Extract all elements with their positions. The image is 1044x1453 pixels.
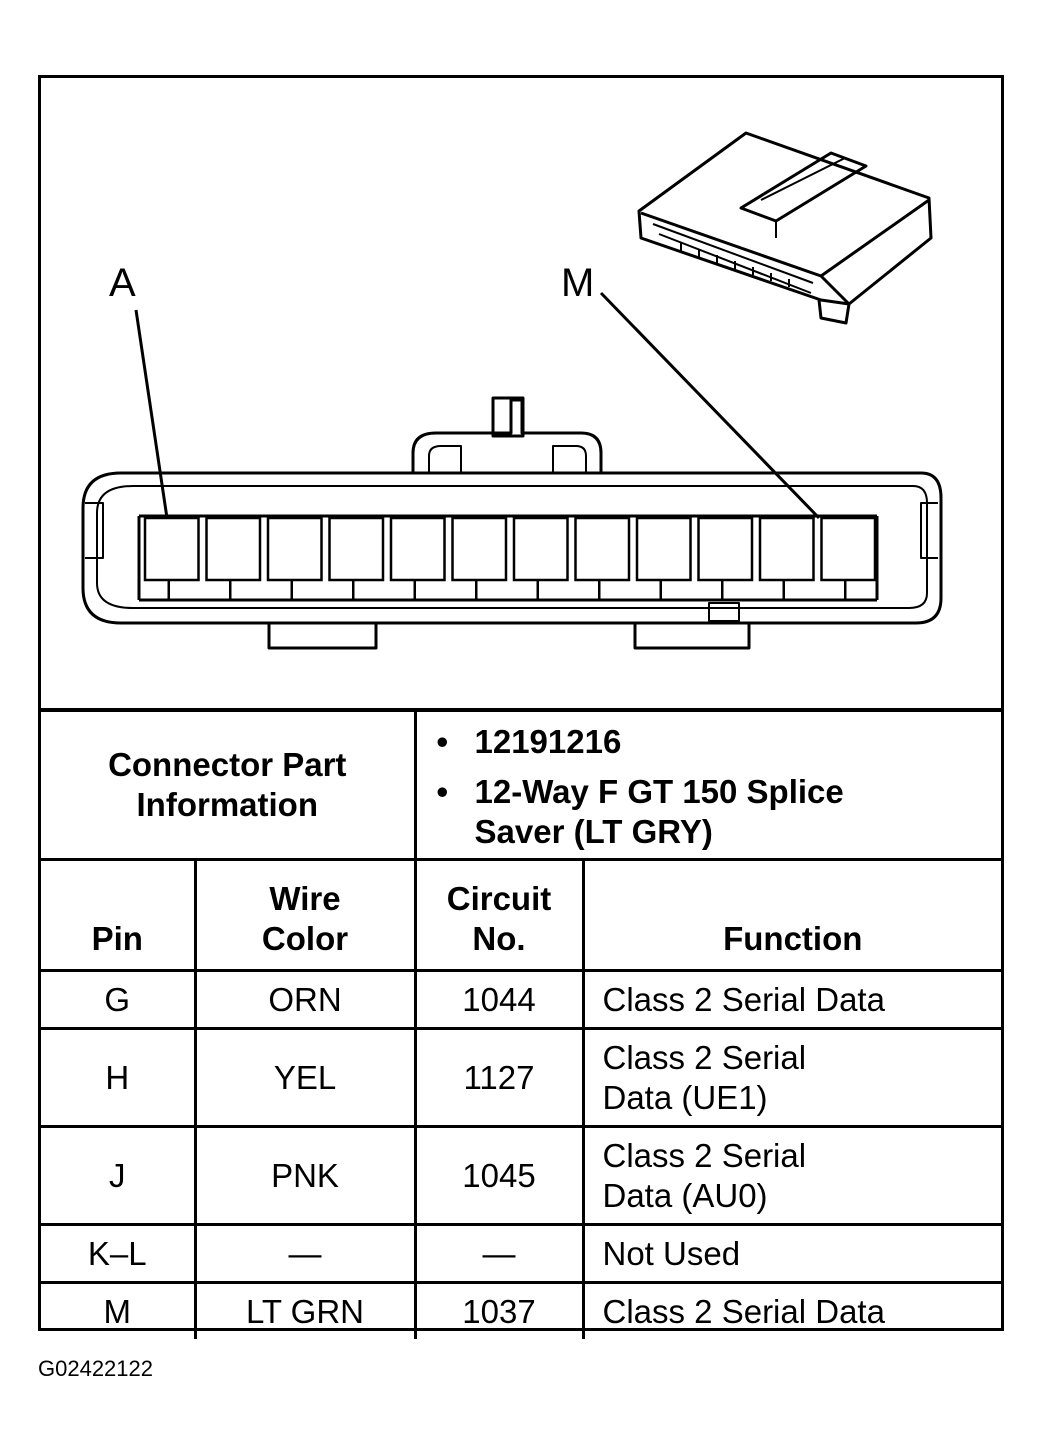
wire-color-cell: YEL (193, 1027, 417, 1128)
function-line1: Class 2 Serial (602, 1136, 807, 1174)
pin-cavity (389, 516, 446, 582)
pin-cell: H (41, 1027, 197, 1128)
connector-info-label-line2: Information (136, 786, 318, 823)
pin-cell: G (41, 969, 197, 1030)
circuit-cell: 1127 (413, 1027, 585, 1128)
pin-cavities (143, 516, 877, 600)
leader-line-m (599, 291, 821, 520)
header-circuit: Circuit No. (413, 858, 585, 972)
pin-cavity (328, 516, 385, 582)
connector-info-item: • 12-Way F GT 150 Splice Saver (LT GRY) (437, 772, 1002, 852)
pin-cavity (574, 516, 631, 582)
connector-description-line2: Saver (LT GRY) (474, 813, 713, 850)
bullet-icon: • (436, 773, 449, 810)
function-line1: Class 2 Serial (602, 1038, 807, 1076)
table-row: M LT GRN 1037 Class 2 Serial Data (41, 1281, 1002, 1339)
pin-cavity (205, 516, 262, 582)
pin-cavity (451, 516, 508, 582)
connector-isometric-sketch (637, 131, 933, 325)
bullet-icon: • (436, 723, 449, 760)
header-wire-color: Wire Color (193, 858, 417, 972)
header-wire-color-line2: Color (261, 920, 349, 957)
pin-cell: J (41, 1125, 197, 1226)
pin-cell: K–L (41, 1223, 197, 1284)
pin-a-label: A (109, 261, 136, 305)
circuit-cell: 1045 (413, 1125, 585, 1226)
function-cell: Class 2 Serial Data (AU0) (581, 1125, 1002, 1226)
header-circuit-line1: Circuit (446, 880, 552, 917)
connector-table: Connector Part Information • 12191216 • … (41, 708, 1002, 1339)
function-cell: Class 2 Serial Data (UE1) (581, 1027, 1002, 1128)
table-header-row: Pin Wire Color Circuit No. Function (41, 858, 1002, 972)
connector-info-item: • 12191216 (437, 722, 1002, 762)
connector-figure-frame: A M Connector Part Information • 1219121… (38, 75, 1004, 1339)
table-row: H YEL 1127 Class 2 Serial Data (UE1) (41, 1027, 1002, 1128)
connector-info-values: • 12191216 • 12-Way F GT 150 Splice Save… (413, 708, 1002, 861)
leader-line-a (134, 309, 169, 519)
connector-face-illustration (81, 131, 943, 650)
connector-drawing: A M (41, 78, 1001, 708)
pin-cell: M (41, 1281, 197, 1339)
function-line1: Not Used (602, 1234, 741, 1272)
wire-color-cell: PNK (193, 1125, 417, 1226)
function-cell: Class 2 Serial Data (581, 1281, 1002, 1339)
pin-cavity (820, 516, 877, 582)
function-line2: Data (AU0) (602, 1176, 768, 1214)
connector-info-label-line1: Connector Part (108, 746, 347, 783)
connector-description-line1: 12-Way F GT 150 Splice (474, 773, 844, 810)
circuit-cell: 1044 (413, 969, 585, 1030)
header-circuit-line2: No. (472, 920, 526, 957)
header-wire-color-line1: Wire (269, 880, 341, 917)
pin-cavity (143, 516, 200, 582)
table-row: G ORN 1044 Class 2 Serial Data (41, 969, 1002, 1030)
pin-cavity (266, 516, 323, 582)
pin-cavity (635, 516, 692, 582)
function-cell: Class 2 Serial Data (581, 969, 1002, 1030)
table-row: K–L — — Not Used (41, 1223, 1002, 1284)
header-pin: Pin (41, 858, 197, 972)
figure-id-caption: G02422122 (38, 1356, 153, 1381)
table-row: J PNK 1045 Class 2 Serial Data (AU0) (41, 1125, 1002, 1226)
function-line1: Class 2 Serial Data (602, 1292, 885, 1330)
wire-color-cell: ORN (193, 969, 417, 1030)
connector-part-number: 12191216 (474, 723, 622, 760)
pin-cavity (512, 516, 569, 582)
wire-color-cell: — (193, 1223, 417, 1284)
function-line1: Class 2 Serial Data (602, 980, 885, 1018)
pin-cavity (758, 516, 815, 582)
connector-info-row: Connector Part Information • 12191216 • … (41, 708, 1002, 861)
wire-color-cell: LT GRN (193, 1281, 417, 1339)
pin-m-label: M (561, 261, 595, 305)
function-cell: Not Used (581, 1223, 1002, 1284)
pin-cavity (697, 516, 754, 582)
circuit-cell: — (413, 1223, 585, 1284)
connector-info-label: Connector Part Information (41, 708, 417, 861)
header-function: Function (581, 858, 1002, 972)
function-line2: Data (UE1) (602, 1078, 768, 1116)
circuit-cell: 1037 (413, 1281, 585, 1339)
